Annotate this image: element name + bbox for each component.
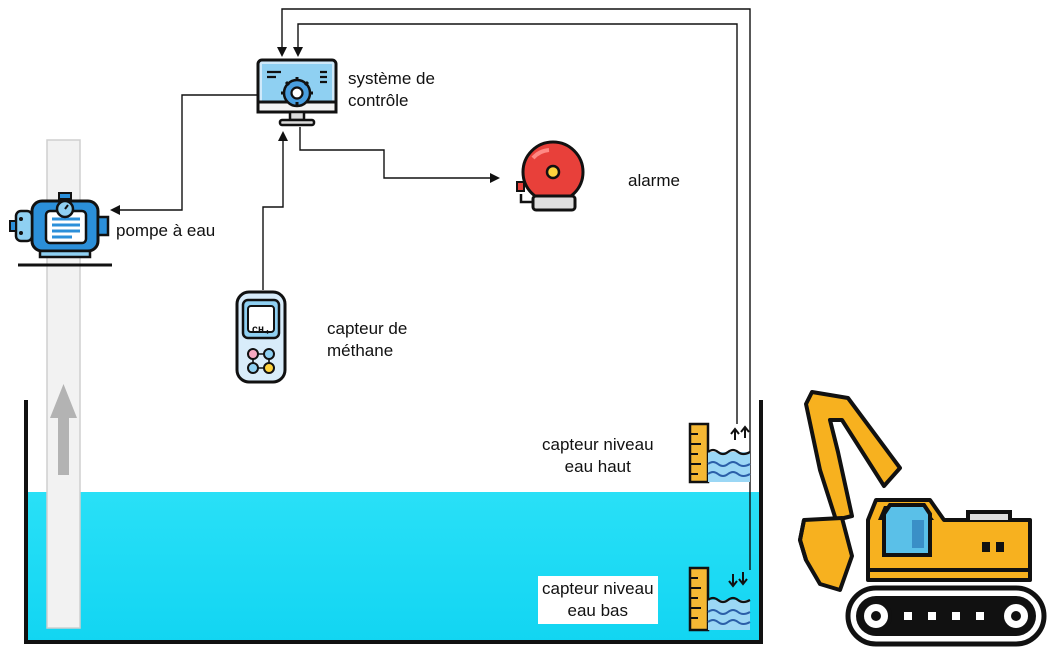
water-level-high-icon [688, 422, 751, 484]
water-pump-icon [9, 192, 112, 267]
line-methane-to-control [262, 131, 288, 290]
label-level-sensor-high: capteur niveau eau haut [538, 432, 658, 480]
water-level-low-icon [688, 566, 751, 632]
methane-detector-icon [235, 290, 287, 384]
monitor-gear-icon [256, 58, 338, 127]
line-control-to-pump [110, 94, 258, 215]
connections [110, 8, 751, 570]
alarm-bell-icon [516, 140, 585, 212]
label-control-system: système de contrôle [348, 69, 435, 110]
tank-walls [24, 400, 763, 644]
line-low-sensor-to-control [277, 8, 751, 570]
line-high-sensor-to-control [293, 23, 738, 424]
excavator-icon [797, 390, 1047, 647]
label-level-sensor-low: capteur niveau eau bas [538, 576, 658, 624]
methane-formula: CH₄ [252, 326, 270, 337]
label-water-pump: pompe à eau [116, 221, 216, 240]
line-control-to-alarm [299, 127, 500, 183]
label-alarm: alarme [628, 171, 680, 190]
label-methane-sensor: capteur de méthane [327, 319, 408, 360]
pipe-flow-arrow-icon [50, 384, 77, 475]
